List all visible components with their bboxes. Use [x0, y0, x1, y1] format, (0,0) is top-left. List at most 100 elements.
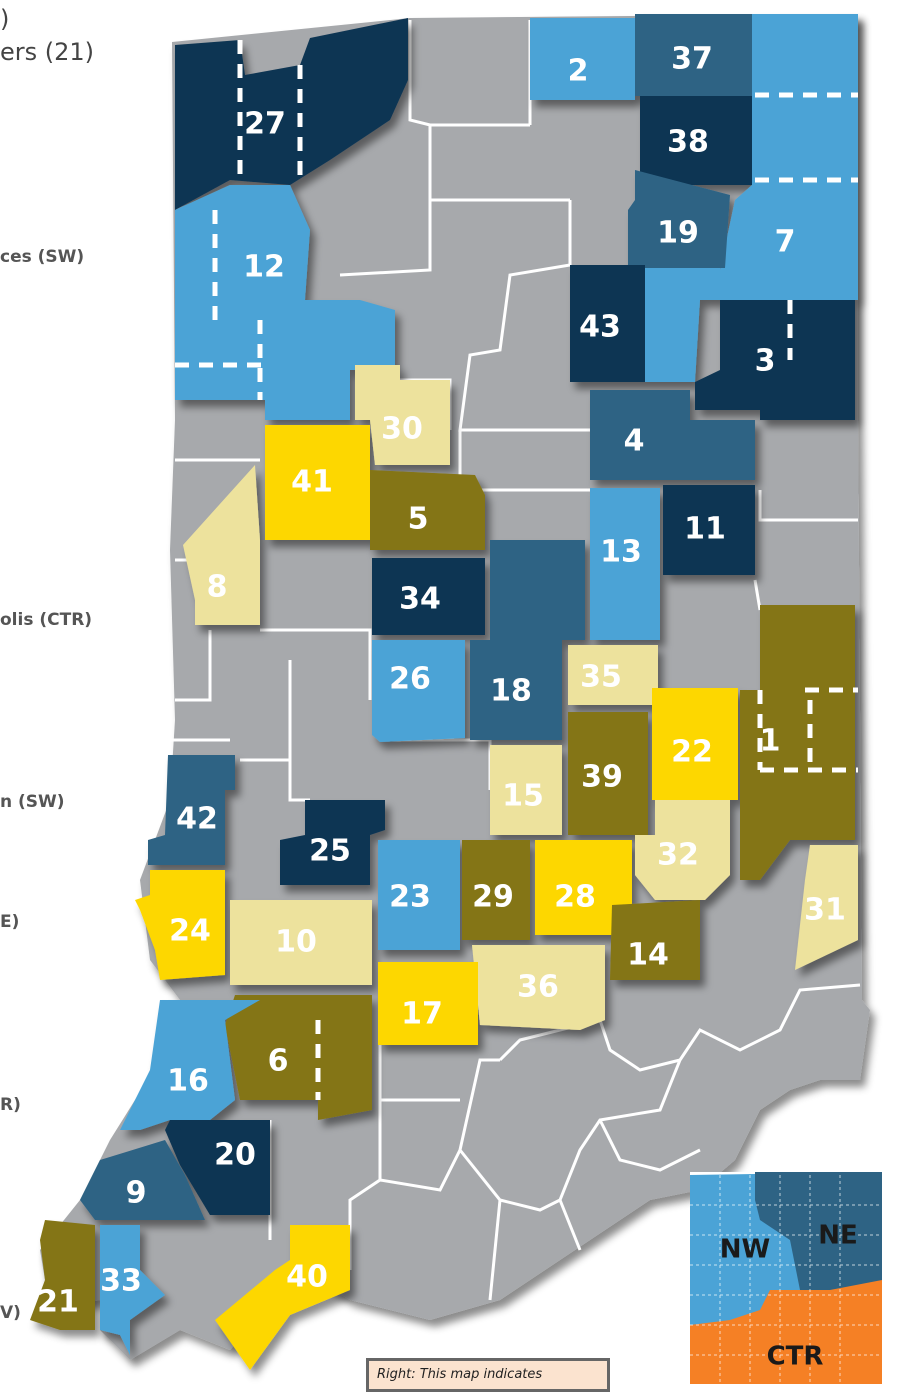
- label-32: 32: [657, 838, 699, 873]
- region-4[interactable]: [590, 390, 755, 480]
- label-23: 23: [389, 880, 431, 915]
- label-42: 42: [176, 802, 218, 837]
- label-36: 36: [517, 970, 559, 1005]
- label-25: 25: [309, 834, 351, 869]
- region-2[interactable]: [530, 18, 635, 100]
- region-29[interactable]: [462, 840, 530, 940]
- legend-text-2: ces (SW): [0, 247, 85, 267]
- label-22: 22: [671, 735, 713, 770]
- label-15: 15: [502, 779, 544, 814]
- region-16[interactable]: [120, 1000, 260, 1130]
- region-32[interactable]: [635, 800, 730, 900]
- label-8: 8: [207, 570, 228, 605]
- region-26[interactable]: [372, 640, 465, 742]
- label-11: 11: [684, 512, 726, 547]
- region-18-north[interactable]: [490, 540, 585, 640]
- region-13-north[interactable]: [645, 268, 720, 382]
- region-42[interactable]: [148, 755, 235, 865]
- region-38[interactable]: [640, 96, 752, 185]
- label-7: 7: [775, 225, 796, 260]
- legend-text-0: ): [0, 5, 10, 33]
- region-21[interactable]: [30, 1220, 95, 1330]
- region-22[interactable]: [652, 688, 738, 800]
- label-17: 17: [401, 997, 443, 1032]
- inset-label-nw: NW: [720, 1235, 770, 1265]
- region-6[interactable]: [225, 995, 372, 1120]
- label-16: 16: [167, 1064, 209, 1099]
- label-43: 43: [579, 310, 621, 345]
- region-34[interactable]: [372, 558, 485, 635]
- region-41[interactable]: [265, 425, 370, 540]
- label-40: 40: [286, 1260, 328, 1295]
- caption-box: Right: This map indicates: [366, 1358, 610, 1392]
- region-20[interactable]: [165, 1120, 270, 1215]
- label-34: 34: [399, 582, 441, 617]
- label-5: 5: [408, 502, 429, 537]
- region-8[interactable]: [183, 465, 260, 625]
- region-9[interactable]: [80, 1140, 205, 1220]
- inset-label-ne: NE: [818, 1221, 858, 1251]
- label-35: 35: [580, 660, 622, 695]
- region-14[interactable]: [610, 900, 700, 980]
- legend-text-3: olis (CTR): [0, 610, 93, 630]
- region-labels: 27 2 37 38 12 19 7 43 3 30 4 41 5 11 13 …: [37, 42, 846, 1320]
- label-21: 21: [37, 1285, 79, 1320]
- dashed-lines: [175, 40, 858, 1100]
- region-28[interactable]: [535, 840, 632, 935]
- label-38: 38: [667, 125, 709, 160]
- region-groups: [30, 14, 858, 1370]
- label-39: 39: [581, 760, 623, 795]
- label-30: 30: [381, 412, 423, 447]
- region-25[interactable]: [280, 800, 385, 885]
- label-41: 41: [291, 465, 333, 500]
- region-10[interactable]: [230, 900, 372, 985]
- legend-text-1: ers (21): [0, 38, 95, 66]
- region-31[interactable]: [795, 845, 858, 970]
- region-33[interactable]: [100, 1225, 165, 1355]
- region-11[interactable]: [663, 485, 755, 575]
- label-20: 20: [214, 1138, 256, 1173]
- label-9: 9: [126, 1176, 147, 1211]
- inset-label-ctr: CTR: [767, 1342, 824, 1372]
- region-35[interactable]: [568, 645, 658, 705]
- region-1[interactable]: [740, 605, 855, 880]
- label-3: 3: [755, 344, 776, 379]
- label-2: 2: [568, 54, 589, 89]
- label-13: 13: [600, 535, 642, 570]
- region-5[interactable]: [370, 470, 485, 550]
- label-28: 28: [554, 880, 596, 915]
- label-29: 29: [472, 880, 514, 915]
- region-3[interactable]: [695, 300, 855, 420]
- region-40[interactable]: [215, 1225, 350, 1370]
- region-23[interactable]: [378, 840, 460, 950]
- legend-text-6: R): [0, 1095, 21, 1115]
- label-12: 12: [243, 250, 285, 285]
- region-13[interactable]: [590, 488, 660, 640]
- region-43[interactable]: [570, 265, 645, 382]
- region-15[interactable]: [490, 745, 562, 835]
- region-39[interactable]: [568, 712, 648, 835]
- label-4: 4: [624, 424, 645, 459]
- label-27: 27: [244, 107, 286, 142]
- label-33: 33: [100, 1264, 142, 1299]
- region-24[interactable]: [135, 870, 225, 980]
- region-19[interactable]: [628, 170, 730, 268]
- label-10: 10: [275, 925, 317, 960]
- label-18: 18: [490, 674, 532, 709]
- region-37[interactable]: [635, 14, 752, 96]
- label-19: 19: [657, 216, 699, 251]
- region-27[interactable]: [175, 18, 408, 210]
- label-14: 14: [627, 938, 669, 973]
- region-18[interactable]: [470, 640, 562, 740]
- legend-text-7: V): [0, 1303, 21, 1323]
- label-6: 6: [268, 1044, 289, 1079]
- region-12[interactable]: [175, 185, 395, 420]
- label-26: 26: [389, 662, 431, 697]
- inset-region-map: NW NE CTR: [690, 1172, 884, 1384]
- label-24: 24: [169, 914, 211, 949]
- region-36[interactable]: [472, 945, 605, 1030]
- region-7[interactable]: [720, 14, 858, 300]
- region-17[interactable]: [378, 962, 478, 1045]
- region-30[interactable]: [355, 365, 450, 465]
